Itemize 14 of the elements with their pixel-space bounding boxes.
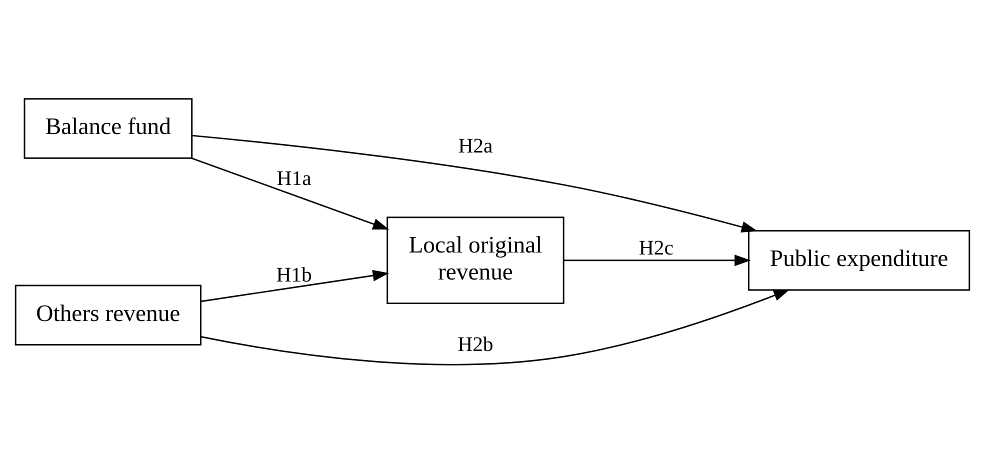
node-box: Balance fund [24,98,193,158]
edge-label: H1b [276,264,312,286]
node-box: Public expenditure [748,230,970,290]
arrow [564,254,751,266]
node-box: Others revenue [14,284,202,345]
node-box: Local original revenue [386,216,564,304]
arrow [192,134,758,232]
edge-label: H1a [276,168,312,190]
arrow [192,157,390,230]
edge-label: H2c [638,237,674,260]
edge-label: H2a [458,135,493,158]
arrow [200,288,790,365]
edge-label: H2b [458,333,494,356]
arrow [201,269,390,302]
